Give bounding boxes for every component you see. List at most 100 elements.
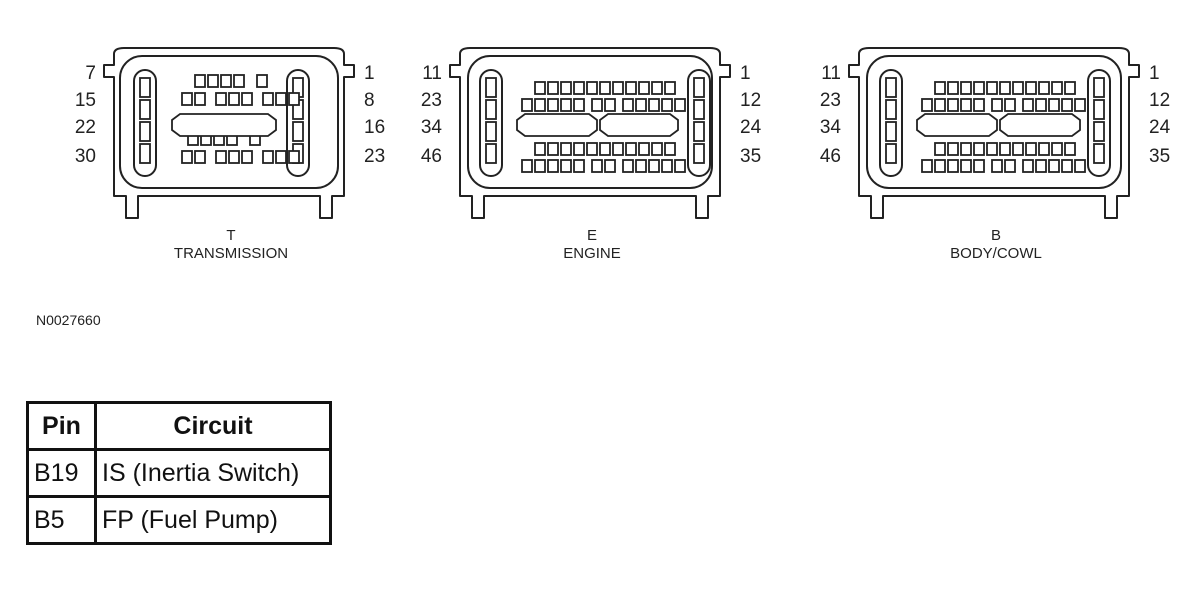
pin-cavity xyxy=(1035,98,1047,112)
pin-cavity xyxy=(1093,143,1105,164)
right-pin-number: 12 xyxy=(1149,90,1170,111)
pin-cavity xyxy=(612,142,624,156)
left-pin-number: 30 xyxy=(75,146,96,167)
pin-cavity xyxy=(1064,142,1076,156)
pin-cavity xyxy=(547,81,559,95)
connector-letter: E xyxy=(587,227,597,244)
left-pin-number: 46 xyxy=(820,146,841,167)
pin-cavity xyxy=(960,142,972,156)
pin-cavity xyxy=(973,159,985,173)
pin-cavity xyxy=(485,121,497,142)
pin-cavity xyxy=(485,77,497,98)
pin-cavity xyxy=(573,142,585,156)
pin-cavity xyxy=(934,98,946,112)
right-pin-number: 16 xyxy=(364,117,385,138)
left-pin-number: 34 xyxy=(421,117,443,138)
pin-cavity xyxy=(934,142,946,156)
pin-cavity xyxy=(573,159,585,173)
pin-cavity xyxy=(674,98,686,112)
right-pin-number: 1 xyxy=(364,63,375,84)
pin-cavity xyxy=(1004,159,1016,173)
left-pin-slot xyxy=(133,69,157,177)
pin-cavity xyxy=(604,159,616,173)
pin-cavity xyxy=(485,99,497,120)
connector-housing xyxy=(449,47,731,219)
connector-letter: T xyxy=(226,227,235,244)
pin-cavity xyxy=(241,150,253,164)
pin-cavity xyxy=(947,98,959,112)
locking-bar xyxy=(171,113,277,137)
pin-cavity xyxy=(547,142,559,156)
pin-cavity xyxy=(960,98,972,112)
pin-cavity xyxy=(1025,81,1037,95)
pin-cavity xyxy=(194,150,206,164)
header-pin: Pin xyxy=(26,401,97,451)
pin-cavity xyxy=(573,81,585,95)
pin-cavity xyxy=(275,150,287,164)
pin-cavity xyxy=(947,159,959,173)
pin-cavity xyxy=(591,98,603,112)
pin-cavity xyxy=(586,81,598,95)
pin-cavity xyxy=(622,159,634,173)
connector-name: TRANSMISSION xyxy=(174,245,288,262)
pin-cavity xyxy=(207,74,219,88)
right-pin-slot xyxy=(286,69,310,177)
pin-cavity xyxy=(973,81,985,95)
pin-cavity xyxy=(635,98,647,112)
pin-cavity xyxy=(693,77,705,98)
left-pin-number: 22 xyxy=(75,117,96,138)
pin-cavity xyxy=(591,159,603,173)
pin-cavity xyxy=(1093,77,1105,98)
pin-cavity xyxy=(635,159,647,173)
pin-cavity xyxy=(947,142,959,156)
pin-cavity xyxy=(638,142,650,156)
pin-cavity xyxy=(1048,98,1060,112)
pin-cavity xyxy=(560,142,572,156)
pin-cavity xyxy=(1012,81,1024,95)
pin-cavity xyxy=(960,159,972,173)
pin-cavity xyxy=(1051,81,1063,95)
pin-cavity xyxy=(534,98,546,112)
pin-cavity xyxy=(625,142,637,156)
pin-cavity xyxy=(228,150,240,164)
pin-cavity xyxy=(1061,159,1073,173)
pin-cavity xyxy=(521,98,533,112)
pin-cavity xyxy=(139,121,151,142)
pin-cavity xyxy=(599,81,611,95)
pin-cavity xyxy=(1074,159,1086,173)
table-row: B19 IS (Inertia Switch) xyxy=(26,448,332,498)
pin-cavity xyxy=(181,92,193,106)
pin-cavity xyxy=(1022,98,1034,112)
pin-cavity xyxy=(547,98,559,112)
pin-cavity xyxy=(885,77,897,98)
pin-cavity xyxy=(220,74,232,88)
pin-cavity xyxy=(560,159,572,173)
pin-cavity xyxy=(560,98,572,112)
pin-cavity xyxy=(973,98,985,112)
pin-cavity xyxy=(664,142,676,156)
left-pin-number: 15 xyxy=(75,90,96,111)
pin-cavity xyxy=(1035,159,1047,173)
table-row: B5 FP (Fuel Pump) xyxy=(26,495,332,545)
pin-cavity xyxy=(1025,142,1037,156)
pin-cavity xyxy=(973,142,985,156)
pin-cavity xyxy=(534,142,546,156)
right-pin-number: 1 xyxy=(740,63,751,84)
pin-cavity xyxy=(215,92,227,106)
connector-face xyxy=(119,55,339,189)
pin-cavity xyxy=(664,81,676,95)
pin-cavity xyxy=(292,121,304,142)
pin-cavity xyxy=(651,142,663,156)
row-circuit: FP (Fuel Pump) xyxy=(94,495,332,545)
left-pin-number: 23 xyxy=(820,90,841,111)
pin-cavity xyxy=(1022,159,1034,173)
pin-cavity xyxy=(693,143,705,164)
left-pin-number: 11 xyxy=(422,63,442,84)
pin-cavity xyxy=(1051,142,1063,156)
pin-cavity xyxy=(1061,98,1073,112)
connector-name: BODY/COWL xyxy=(950,245,1042,262)
pin-circuit-table: Pin Circuit B19 IS (Inertia Switch) B5 F… xyxy=(26,401,332,545)
pin-cavity xyxy=(638,81,650,95)
